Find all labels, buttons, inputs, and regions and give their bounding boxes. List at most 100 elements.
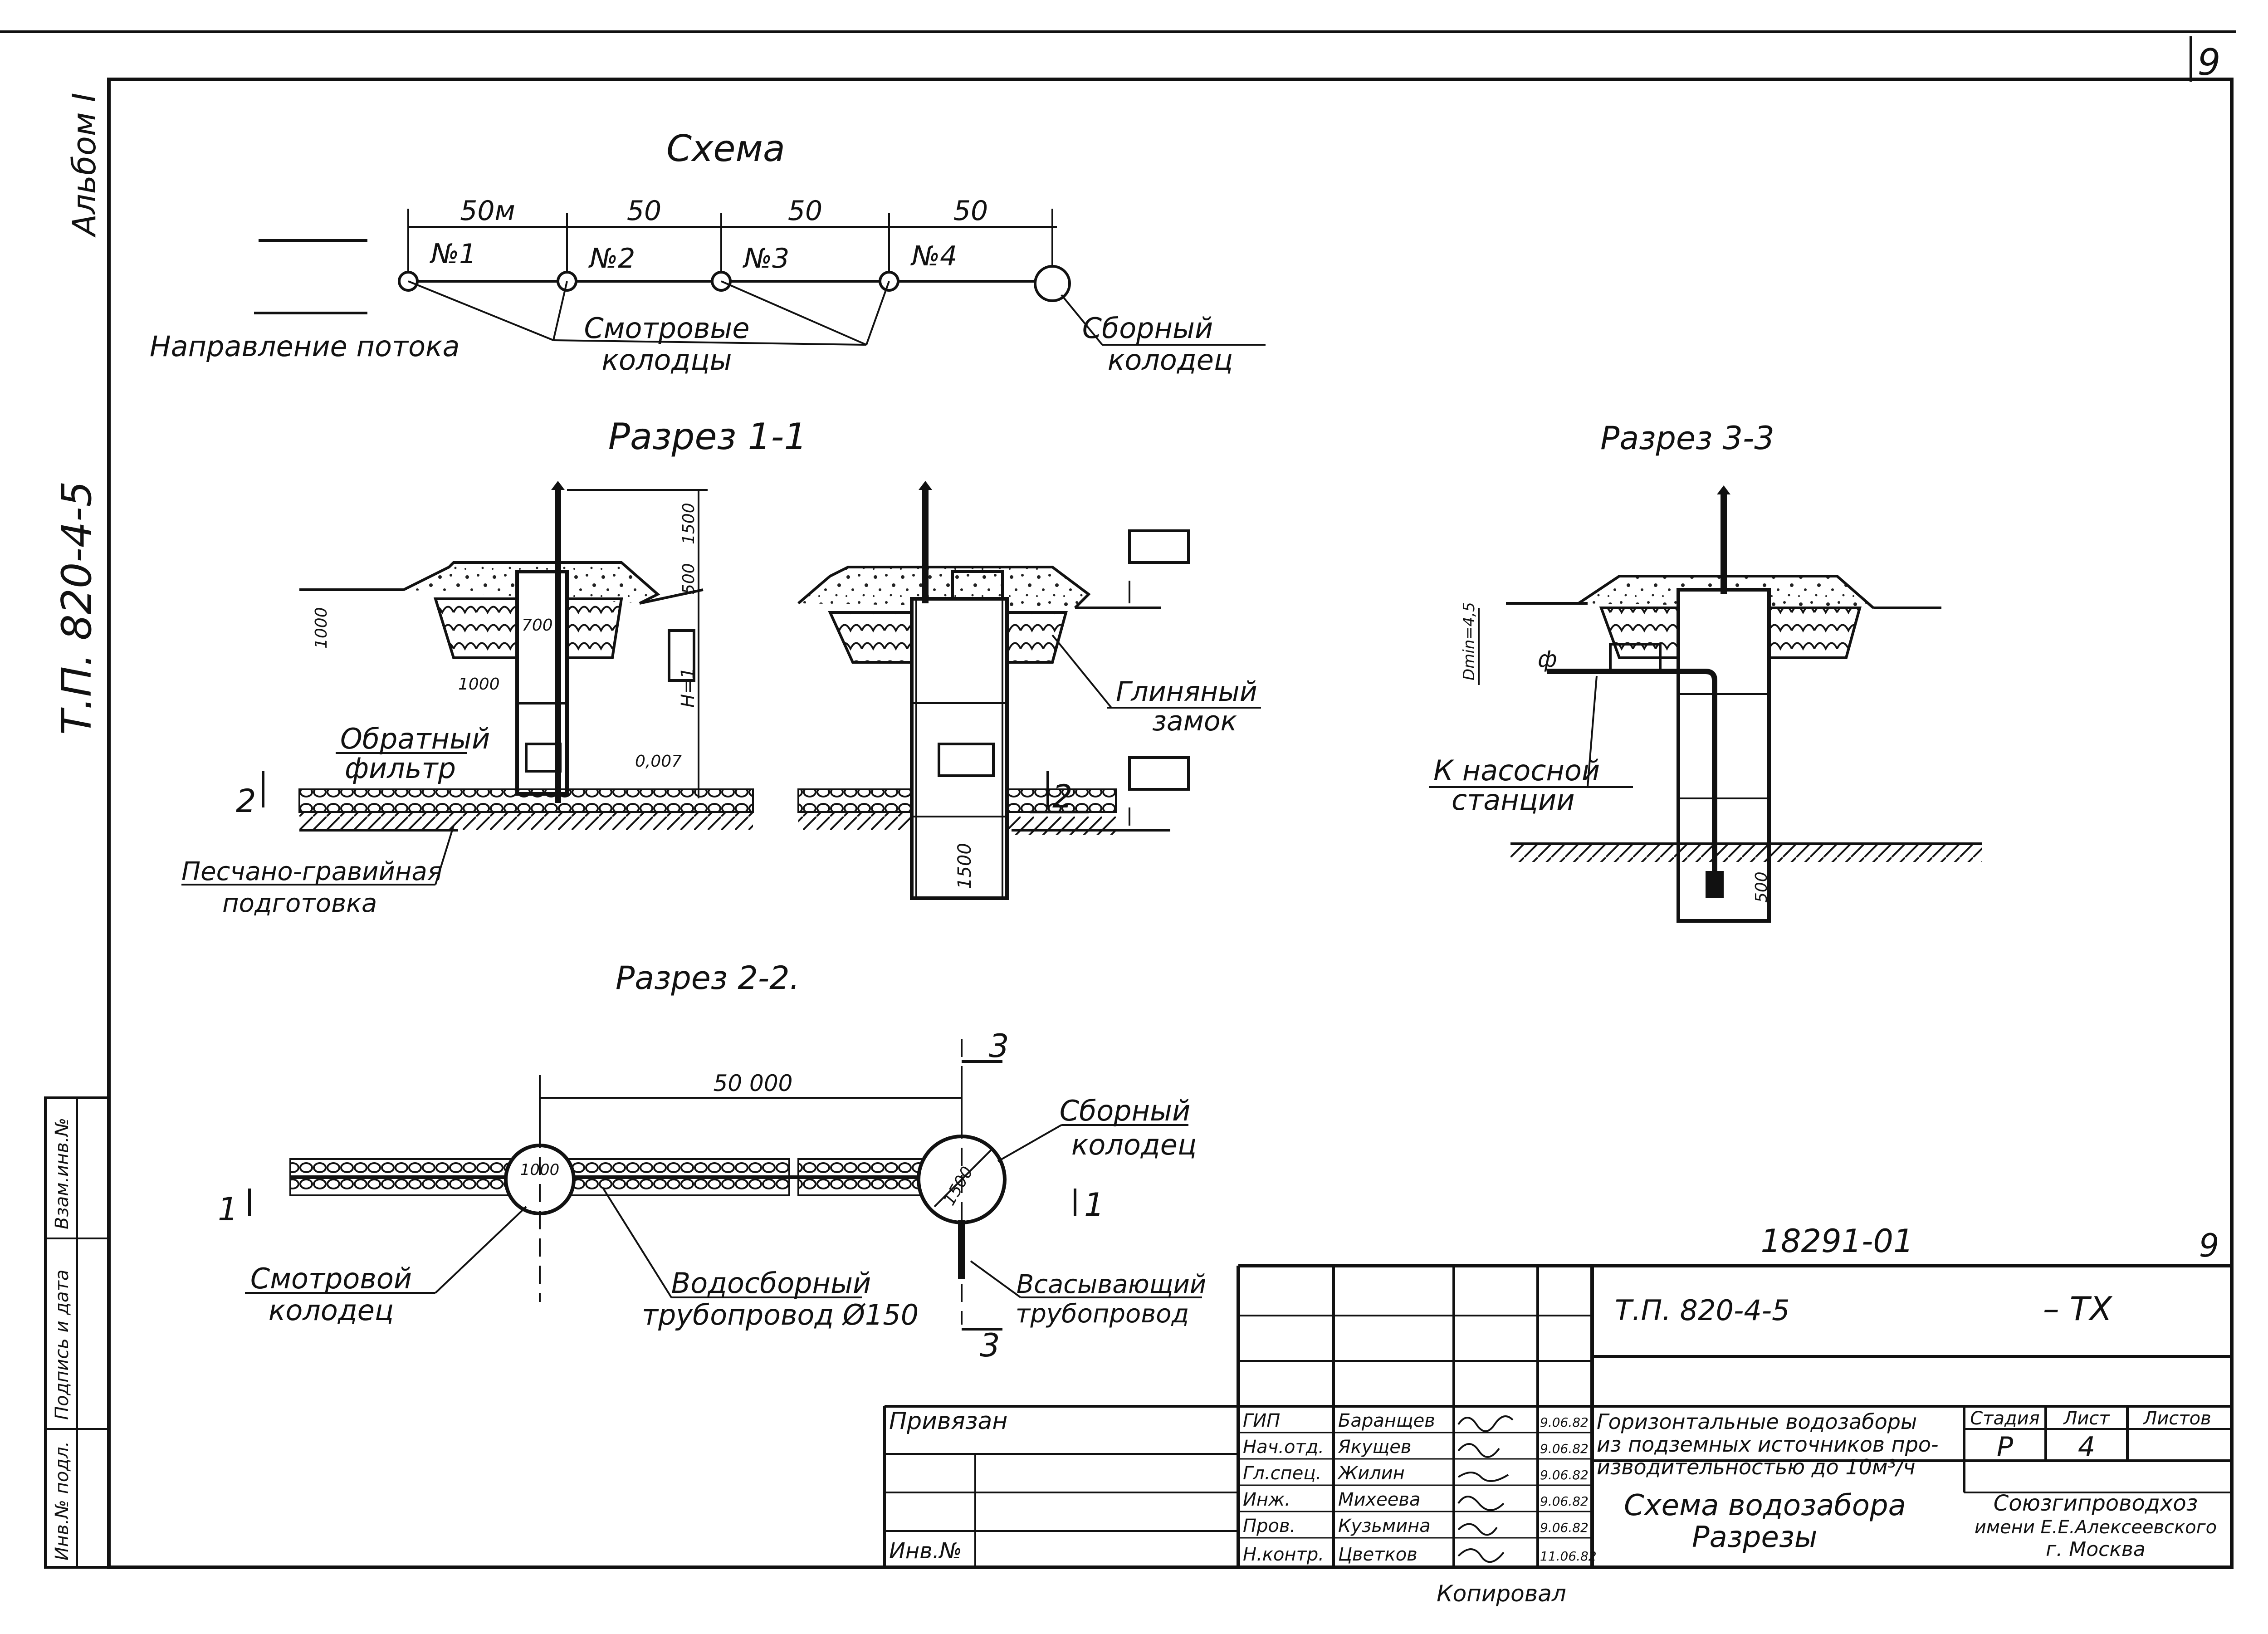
- suction-pipe-label-2: трубопровод: [1016, 1299, 1189, 1329]
- scheme-dist-3: 50: [788, 195, 822, 227]
- scheme: Схема 50м 50 50 50 №1 №2 №3 №4 Направлен…: [150, 127, 1266, 377]
- date-1: 9.06.82: [1540, 1415, 1589, 1430]
- reverse-filter-label-2: фильтр: [345, 752, 456, 785]
- section-3-title: Разрез 3-3: [1600, 420, 1774, 457]
- role-6: Н.контр.: [1243, 1544, 1324, 1565]
- copied-label: Копировал: [1437, 1580, 1566, 1607]
- sheet-title-2: Разрезы: [1692, 1521, 1817, 1554]
- name-2: Якущев: [1338, 1437, 1411, 1458]
- mark-1-right: 1: [1084, 1186, 1105, 1223]
- collector-pipe-label-1: Водосборный: [671, 1267, 871, 1300]
- collector-pipe-label-2: трубопровод Ø150: [642, 1298, 919, 1331]
- well-label-1: №1: [430, 238, 477, 270]
- reverse-filter-label-1: Обратный: [340, 722, 490, 755]
- flow-direction-label: Направление потока: [150, 330, 459, 363]
- pump-label-2: станции: [1452, 783, 1575, 817]
- description-2: из подземных источников про-: [1597, 1432, 1939, 1457]
- role-1: ГИП: [1243, 1410, 1280, 1431]
- cut-mark-2-left: 2: [236, 783, 256, 820]
- scheme-dist-1: 50м: [460, 195, 515, 227]
- well-label-3: №3: [743, 243, 790, 274]
- inspection-well-plan: [504, 1144, 576, 1215]
- suction-pipe-label-1: Всасывающий: [1017, 1270, 1207, 1299]
- collecting-well-plan-label-2: колодец: [1071, 1128, 1197, 1161]
- inspection-wells-label-1: Смотровые: [584, 312, 749, 345]
- dim-1500-b: 1500: [954, 843, 975, 889]
- name-1: Баранщев: [1338, 1410, 1435, 1431]
- stage-value: Р: [1997, 1431, 2014, 1463]
- name-5: Кузьмина: [1338, 1516, 1431, 1536]
- well-label-4: №4: [910, 240, 958, 272]
- org-3: г. Москва: [2046, 1538, 2146, 1561]
- collecting-well-symbol: [1034, 265, 1071, 302]
- date-6: 11.06.82: [1540, 1549, 1597, 1564]
- name-3: Жилин: [1337, 1463, 1405, 1484]
- description-1: Горизонтальные водозаборы: [1597, 1409, 1917, 1434]
- date-3: 9.06.82: [1540, 1468, 1589, 1482]
- sheet-value: 4: [2078, 1431, 2095, 1463]
- section-2-title: Разрез 2-2.: [616, 959, 800, 997]
- section-1-1: Разрез 1-1 1500 500 1000 1000 700 H=1 0,…: [181, 416, 1261, 918]
- title-code: Т.П. 820-4-5: [1615, 1294, 1790, 1327]
- side-box-2: Подпись и дата: [52, 1270, 73, 1420]
- album-label: Альбом I: [66, 93, 103, 238]
- document-number: 18291-01: [1760, 1223, 1913, 1260]
- section-3-symbol: ф: [1538, 646, 1557, 672]
- dim-1000-b: 1000: [458, 675, 500, 694]
- scheme-title: Схема: [666, 127, 785, 170]
- scheme-dist-2: 50: [627, 195, 661, 227]
- collecting-well-plan-label-1: Сборный: [1060, 1094, 1191, 1127]
- role-2: Нач.отд.: [1243, 1437, 1324, 1458]
- section-3-depth: Dmin=4,5: [1460, 602, 1478, 680]
- dim-slope: 0,007: [635, 752, 682, 771]
- section-3-dim-500: 500: [1752, 871, 1771, 903]
- name-6: Цветков: [1338, 1544, 1418, 1565]
- side-box-3: Взам.инв.№: [52, 1118, 73, 1229]
- name-4: Михеева: [1338, 1489, 1420, 1510]
- role-4: Инж.: [1243, 1489, 1290, 1510]
- collecting-well-label-2: колодец: [1108, 343, 1233, 377]
- org-2: имени Е.Е.Алексеевского: [1975, 1517, 2217, 1538]
- stage-header: Стадия: [1970, 1408, 2039, 1429]
- sheet-title-1: Схема водозабора: [1624, 1489, 1906, 1522]
- sheet-header: Лист: [2063, 1408, 2110, 1429]
- clay-lock-label-2: замок: [1152, 705, 1237, 737]
- date-4: 9.06.82: [1540, 1494, 1589, 1509]
- title-suffix: – ТХ: [2043, 1290, 2113, 1328]
- section-2-2: Разрез 2-2. 50 000 1000 1500 3 3 1 1 Смо…: [218, 959, 1206, 1364]
- org-1: Союзгипроводхоз: [1994, 1491, 2198, 1516]
- sand-gravel-label-2: подготовка: [222, 889, 377, 918]
- dim-h: H=1: [678, 667, 699, 708]
- section-3-3: Разрез 3-3 ф Dmin=4,5 500 К насосной ста…: [1429, 420, 1982, 923]
- inspection-well-label-2: колодец: [269, 1294, 394, 1327]
- signatures: [1457, 1415, 1514, 1563]
- dim-500-a: 500: [679, 563, 698, 594]
- date-5: 9.06.82: [1540, 1520, 1589, 1535]
- page-number: 9: [2198, 41, 2221, 83]
- clay-lock-label-1: Глиняный: [1116, 676, 1257, 708]
- dim-1500-a: 1500: [679, 503, 698, 544]
- sheets-header: Листов: [2142, 1408, 2211, 1429]
- cut-mark-2-right: 2: [1052, 778, 1073, 815]
- section-2-length: 50 000: [714, 1070, 793, 1096]
- inv-label: Инв.№: [889, 1538, 962, 1564]
- tied-label: Привязан: [889, 1408, 1007, 1435]
- section-1-title: Разрез 1-1: [608, 416, 807, 458]
- dim-1000-a: 1000: [312, 607, 331, 649]
- side-code: Т.П. 820-4-5: [53, 481, 101, 735]
- inspection-well-label-1: Смотровой: [250, 1262, 412, 1295]
- sand-gravel-label-1: Песчано-гравийная: [181, 857, 443, 886]
- scheme-dist-4: 50: [953, 195, 988, 227]
- date-2: 9.06.82: [1540, 1441, 1589, 1456]
- well-label-2: №2: [588, 243, 635, 274]
- role-3: Гл.спец.: [1243, 1463, 1321, 1484]
- inspection-wells-label-2: колодцы: [602, 343, 732, 377]
- frame: 9 Альбом I Т.П. 820-4-5 Инв.№ подл. Подп…: [0, 30, 2236, 1569]
- sheet-corner-number: 9: [2199, 1227, 2219, 1264]
- mark-3-bottom: 3: [980, 1327, 1000, 1364]
- title-block: 18291-01 9 Привязан Инв.№ ГИП Нач.отд.: [883, 1223, 2232, 1607]
- mark-1-left: 1: [218, 1191, 238, 1228]
- mark-3-top: 3: [989, 1027, 1009, 1065]
- dim-700: 700: [522, 616, 553, 635]
